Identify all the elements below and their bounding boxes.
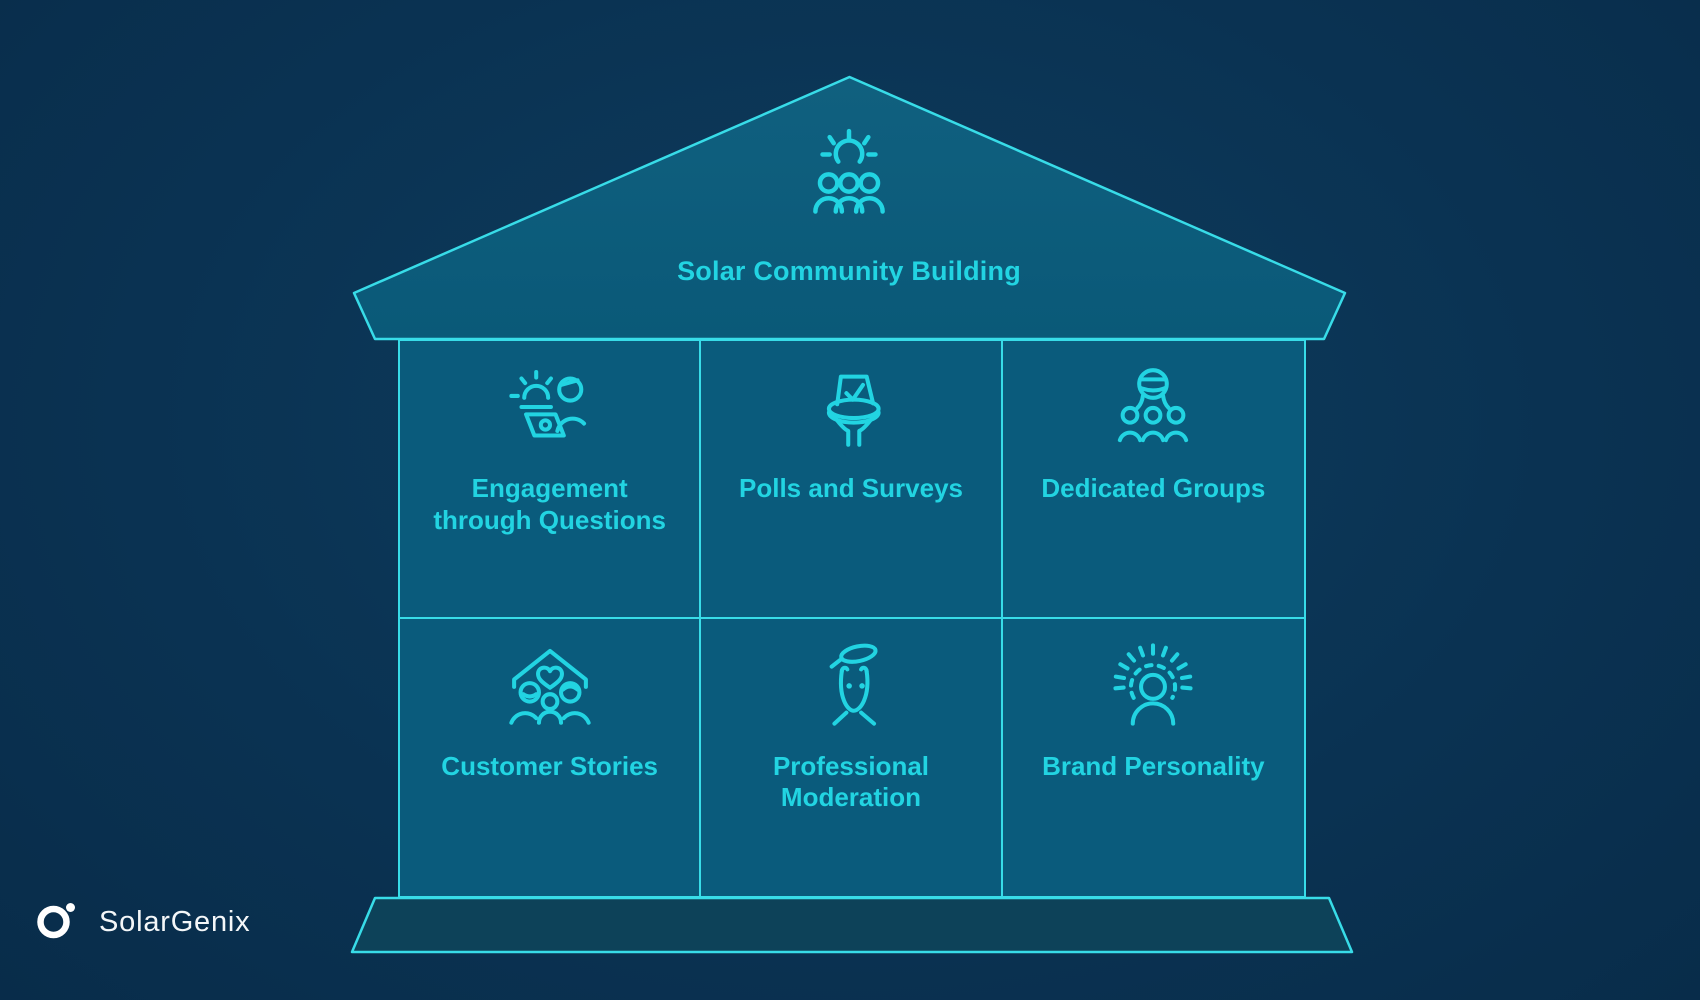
cell-engagement-through-questions: Engagement through Questions	[400, 341, 702, 619]
sunrise-laptop-person-icon	[492, 361, 608, 453]
cell-label: Polls and Surveys	[739, 473, 963, 503]
logo-text: SolarGenix	[99, 905, 251, 938]
diagram-title: Solar Community Building	[677, 256, 1021, 286]
family-home-heart-icon	[492, 639, 608, 731]
cell-polls-and-surveys: Polls and Surveys	[701, 341, 1003, 619]
magnifier-face-icon	[793, 639, 909, 731]
sun-community-icon	[798, 128, 900, 240]
base-shape	[350, 896, 1354, 954]
globe-group-icon	[1095, 361, 1211, 453]
cell-label: Professional Moderation	[772, 750, 930, 813]
cell-label: Dedicated Groups	[1041, 473, 1266, 503]
house-body: Engagement through Questions Polls and S…	[398, 339, 1306, 898]
cell-label: Engagement through Questions	[433, 473, 666, 535]
cell-label: Brand Personality	[1042, 750, 1265, 781]
cell-professional-moderation: Professional Moderation	[701, 618, 1003, 896]
cell-label: Customer Stories	[441, 750, 659, 781]
cell-customer-stories: Customer Stories	[400, 618, 702, 896]
brand-logo: SolarGenix	[36, 897, 250, 947]
cell-dedicated-groups: Dedicated Groups	[1002, 341, 1304, 619]
ballot-box-icon	[793, 361, 909, 453]
radiant-person-icon	[1095, 639, 1211, 731]
cell-brand-personality: Brand Personality	[1003, 619, 1304, 897]
logo-ring-icon	[37, 903, 75, 939]
